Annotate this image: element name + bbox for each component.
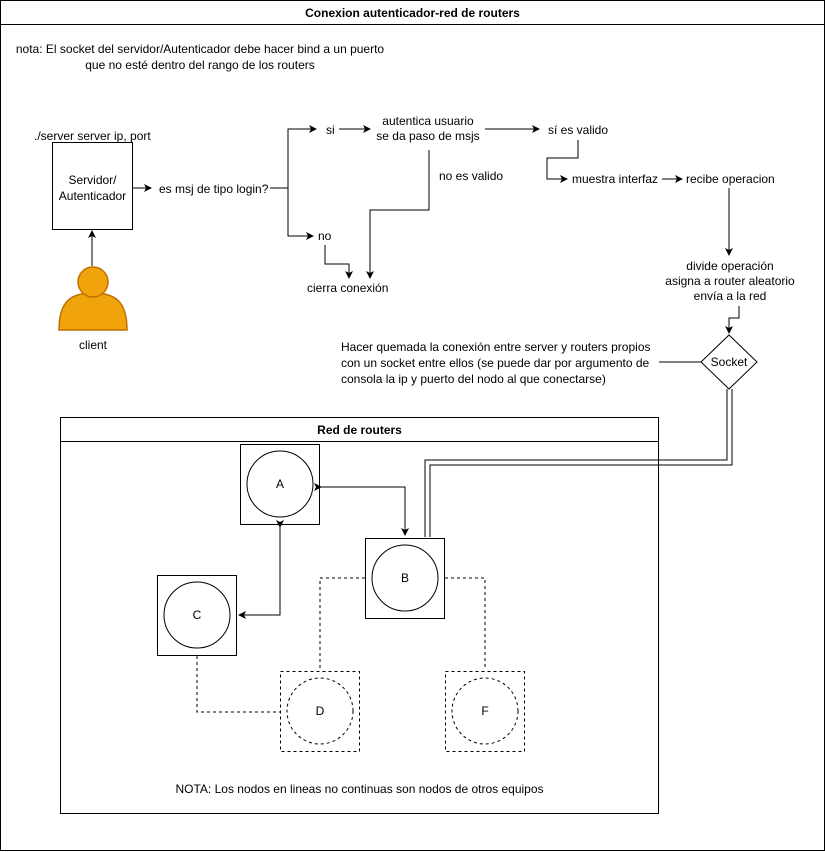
- node-a-circle: [246, 450, 314, 518]
- server-label-line-2: Autenticador: [58, 189, 127, 203]
- no-label: no: [318, 229, 332, 243]
- node-b-circle: [371, 544, 439, 612]
- divide-to-socket-arrow: [725, 306, 740, 334]
- valid-to-interface-arrow: [546, 140, 579, 183]
- divide-line-3: envía a la red: [693, 289, 767, 303]
- a-b-link-arrow: [314, 483, 409, 536]
- network-title: Red de routers: [317, 423, 402, 437]
- show-interface-label: muestra interfaz: [572, 172, 659, 186]
- network-note: NOTA: Los nodos en lineas no continuas s…: [175, 782, 544, 796]
- socket-note-line-2: con un socket entre ellos (se puede dar …: [341, 356, 650, 370]
- node-b-label: B: [400, 571, 409, 585]
- yes-label: si: [326, 123, 335, 137]
- receive-operation-label: recibe operacion: [686, 172, 775, 186]
- node-a-label: A: [275, 477, 284, 491]
- divide-line-1: divide operación: [686, 259, 774, 273]
- auth-line-1: autentica usuario: [382, 114, 474, 128]
- socket-label: Socket: [710, 355, 748, 369]
- note-top-line-1: nota: El socket del servidor/Autenticado…: [15, 42, 385, 56]
- valid-label: sí es valido: [548, 123, 609, 137]
- invalid-label: no es valido: [439, 169, 504, 183]
- server-command: ./server server ip, port: [34, 129, 151, 143]
- server-box: [52, 142, 133, 230]
- a-c-link-arrow: [238, 520, 284, 619]
- auth-line-2: se da paso de msjs: [376, 129, 480, 143]
- socket-diamond: [700, 334, 758, 390]
- client-actor-icon: [58, 266, 128, 331]
- node-c-label: C: [192, 608, 202, 622]
- node-c-circle: [163, 581, 231, 649]
- node-d-circle: [286, 677, 354, 745]
- yes-branch-arrow: [270, 125, 317, 189]
- divide-line-2: asigna a router aleatorio: [665, 274, 795, 288]
- server-label-line-1: Servidor/: [68, 173, 117, 187]
- node-d-label: D: [315, 704, 325, 718]
- node-f-circle: [451, 677, 519, 745]
- login-question: es msj de tipo login?: [159, 182, 269, 196]
- socket-link: [424, 389, 733, 537]
- socket-note-line-1: Hacer quemada la conexión entre server y…: [341, 340, 651, 354]
- no-branch-arrow: [287, 188, 314, 240]
- note-top-line-2: que no esté dentro del rango de los rout…: [85, 58, 315, 72]
- no-to-close-arrow: [324, 245, 353, 279]
- close-connection-label: cierra conexión: [307, 281, 389, 295]
- invalid-to-close-arrow: [366, 150, 430, 279]
- dashed-links: [196, 577, 486, 713]
- client-label: client: [78, 338, 107, 352]
- network-container: [60, 417, 659, 814]
- diagram-title: Conexion autenticador-red de routers: [305, 6, 520, 20]
- node-f-label: F: [481, 704, 489, 718]
- socket-note-line-3: consola la ip y puerto del nodo al que c…: [341, 372, 606, 386]
